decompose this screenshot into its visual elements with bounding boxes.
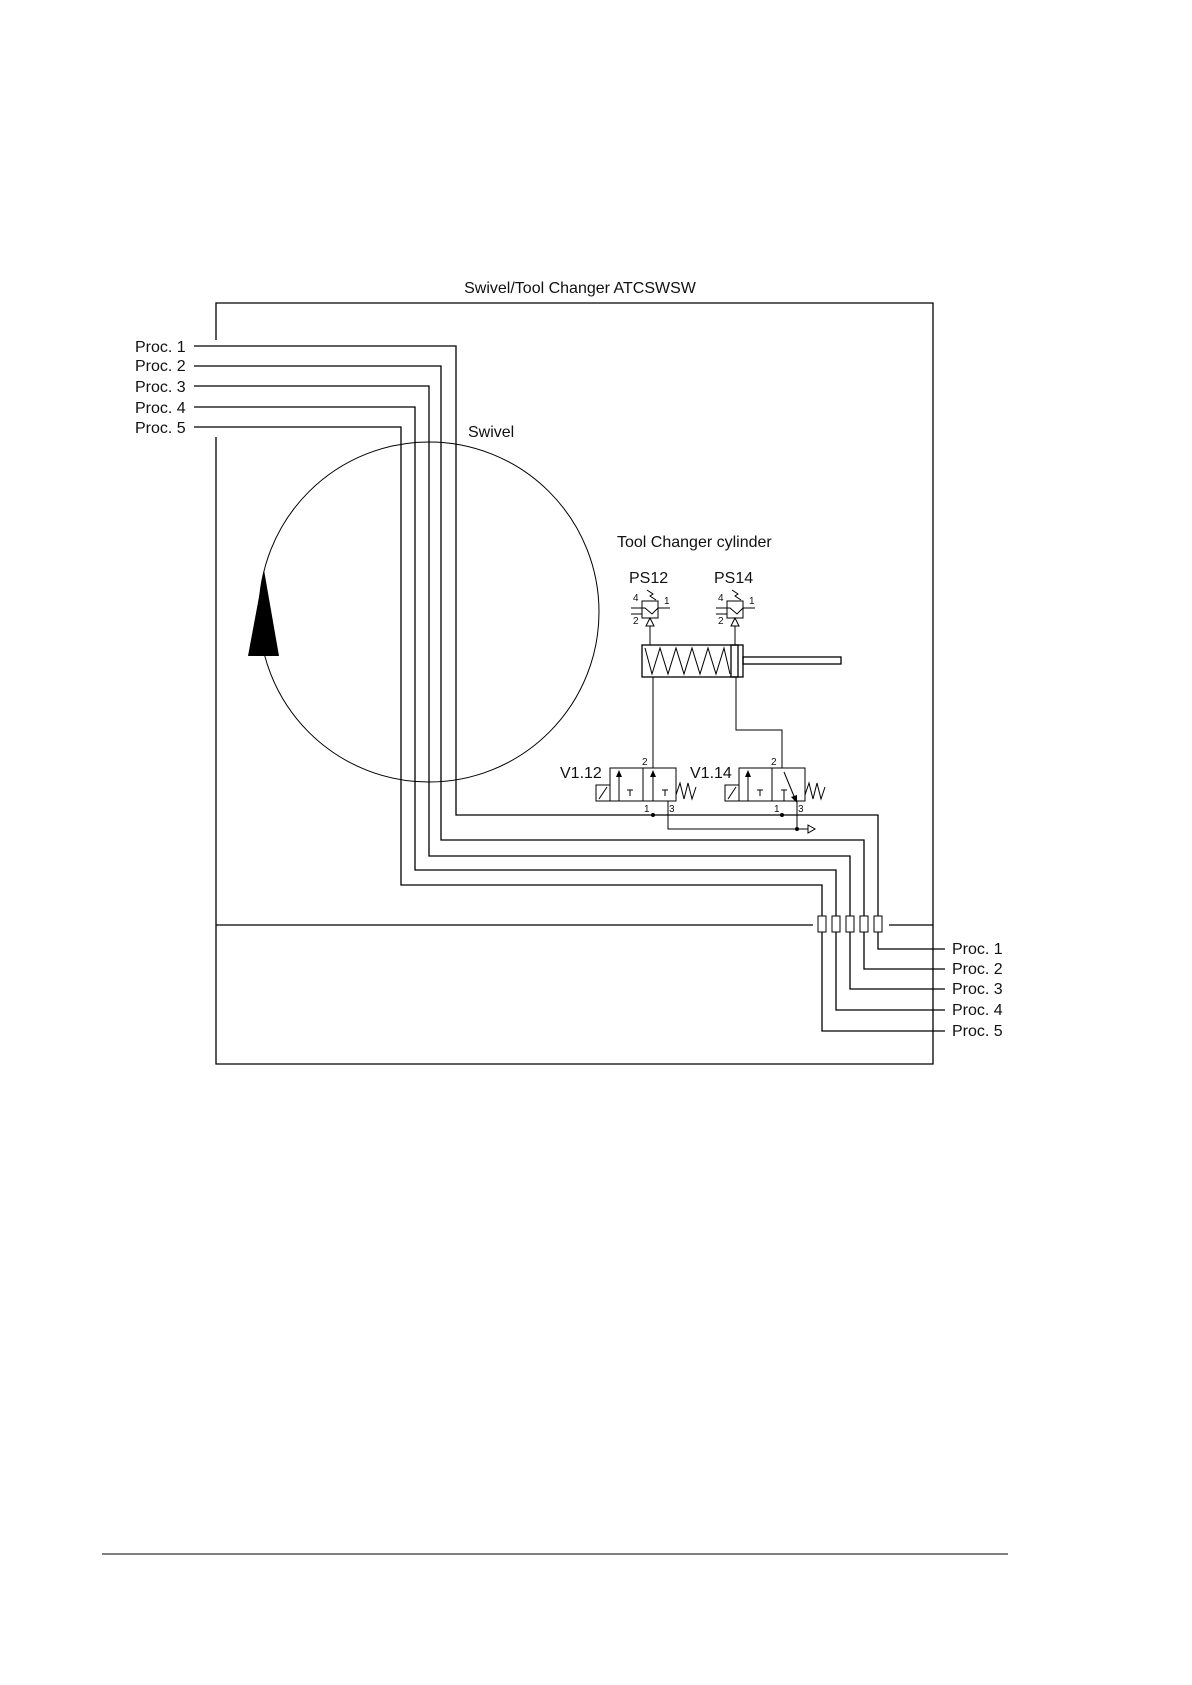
cylinder-spring <box>645 648 730 674</box>
v1-12-port-node <box>651 813 655 817</box>
v1-12-box-a <box>610 768 643 801</box>
v1-12-solenoid-slash <box>599 787 607 799</box>
v1-12-spring <box>676 783 696 799</box>
v1-14-box-b <box>772 768 805 801</box>
output-proc-5-label: Proc. 5 <box>952 1023 1003 1040</box>
swivel-label: Swivel <box>468 424 514 441</box>
out-proc-1-line <box>878 932 945 949</box>
v1-14-flow-arrow-icon <box>745 770 751 777</box>
cylinder-rod <box>743 657 841 664</box>
v1-12-port-1: 1 <box>644 804 650 815</box>
ps14-label: PS14 <box>714 570 753 587</box>
input-proc-5-label: Proc. 5 <box>135 420 186 437</box>
v1-14-flow-arrow-b-icon <box>791 795 797 803</box>
coupling-socket-5 <box>818 916 826 932</box>
ps14-contact <box>716 608 755 614</box>
ps14-port-4: 4 <box>718 593 724 604</box>
proc-3-line <box>194 386 850 916</box>
v1-12-box-b <box>643 768 676 801</box>
valve-v1-14: V1.14 2 1 3 <box>690 757 825 817</box>
ps12-port-4: 4 <box>633 593 639 604</box>
cylinder-piston <box>731 645 738 677</box>
output-proc-1-label: Proc. 1 <box>952 941 1003 958</box>
v1-14-port-1: 1 <box>774 804 780 815</box>
v1-12-port-2: 2 <box>642 757 648 768</box>
ps14-body <box>727 601 743 618</box>
ps12-lightning-icon <box>647 590 656 600</box>
coupling-socket-2 <box>860 916 868 932</box>
pressure-switch-ps12: PS12 4 1 2 <box>629 570 670 645</box>
ps14-port-1: 1 <box>749 596 755 607</box>
v1-12-flow-arrow-b-icon <box>650 770 656 777</box>
v1-12-port-3: 3 <box>669 804 675 815</box>
valve-v1-12: V1.12 2 1 3 <box>560 757 696 817</box>
out-proc-4-line <box>836 932 945 1010</box>
enclosure-frame <box>216 303 933 1064</box>
out-proc-5-line <box>822 932 945 1031</box>
output-proc-2-label: Proc. 2 <box>952 961 1003 978</box>
v1-14-solenoid-slash <box>728 787 736 799</box>
cylinder-to-v1-14 <box>736 677 782 768</box>
coupling-sockets <box>818 916 882 932</box>
diagram-title: Swivel/Tool Changer ATCSWSW <box>464 280 697 297</box>
input-process-labels: Proc. 1 Proc. 2 Proc. 3 Proc. 4 Proc. 5 <box>135 339 186 437</box>
exhaust-node <box>795 827 799 831</box>
v1-14-box-a <box>739 768 772 801</box>
input-proc-1-label: Proc. 1 <box>135 339 186 356</box>
v1-14-port-3: 3 <box>798 804 804 815</box>
v1-12-blocked-ports <box>627 790 668 796</box>
v1-14-port-2: 2 <box>771 757 777 768</box>
ps14-lightning-icon <box>732 590 741 600</box>
tool-changer-cylinder <box>642 645 841 677</box>
ps12-port-arrow-icon <box>646 618 654 626</box>
input-proc-2-label: Proc. 2 <box>135 358 186 375</box>
ps14-port-arrow-icon <box>731 618 739 626</box>
input-proc-4-label: Proc. 4 <box>135 400 186 417</box>
output-process-lines <box>822 932 945 1031</box>
output-process-labels: Proc. 1 Proc. 2 Proc. 3 Proc. 4 Proc. 5 <box>952 941 1003 1040</box>
proc-5-line <box>194 427 822 916</box>
proc-1-line <box>194 346 878 916</box>
output-proc-4-label: Proc. 4 <box>952 1002 1003 1019</box>
v1-12-flow-arrow-icon <box>616 770 622 777</box>
proc-2-line <box>194 366 864 916</box>
input-proc-3-label: Proc. 3 <box>135 379 186 396</box>
v1-14-label: V1.14 <box>690 765 732 782</box>
ps12-port-2: 2 <box>633 616 639 627</box>
coupling-socket-3 <box>846 916 854 932</box>
v1-12-label: V1.12 <box>560 765 602 782</box>
cylinder-label: Tool Changer cylinder <box>617 534 772 551</box>
ps14-port-2: 2 <box>718 616 724 627</box>
v1-14-port-node <box>780 813 784 817</box>
ps12-body <box>642 601 658 618</box>
ps12-label: PS12 <box>629 570 668 587</box>
coupling-socket-1 <box>874 916 882 932</box>
output-proc-3-label: Proc. 3 <box>952 981 1003 998</box>
ps12-contact <box>631 608 670 614</box>
process-lines <box>194 346 878 916</box>
exhaust-arrow-icon <box>808 825 815 833</box>
v1-14-spring <box>805 783 825 799</box>
ps12-port-1: 1 <box>664 596 670 607</box>
pressure-switch-ps14: PS14 4 1 2 <box>714 570 755 645</box>
coupling-socket-4 <box>832 916 840 932</box>
swivel-rotation-arrow-icon <box>248 570 279 656</box>
